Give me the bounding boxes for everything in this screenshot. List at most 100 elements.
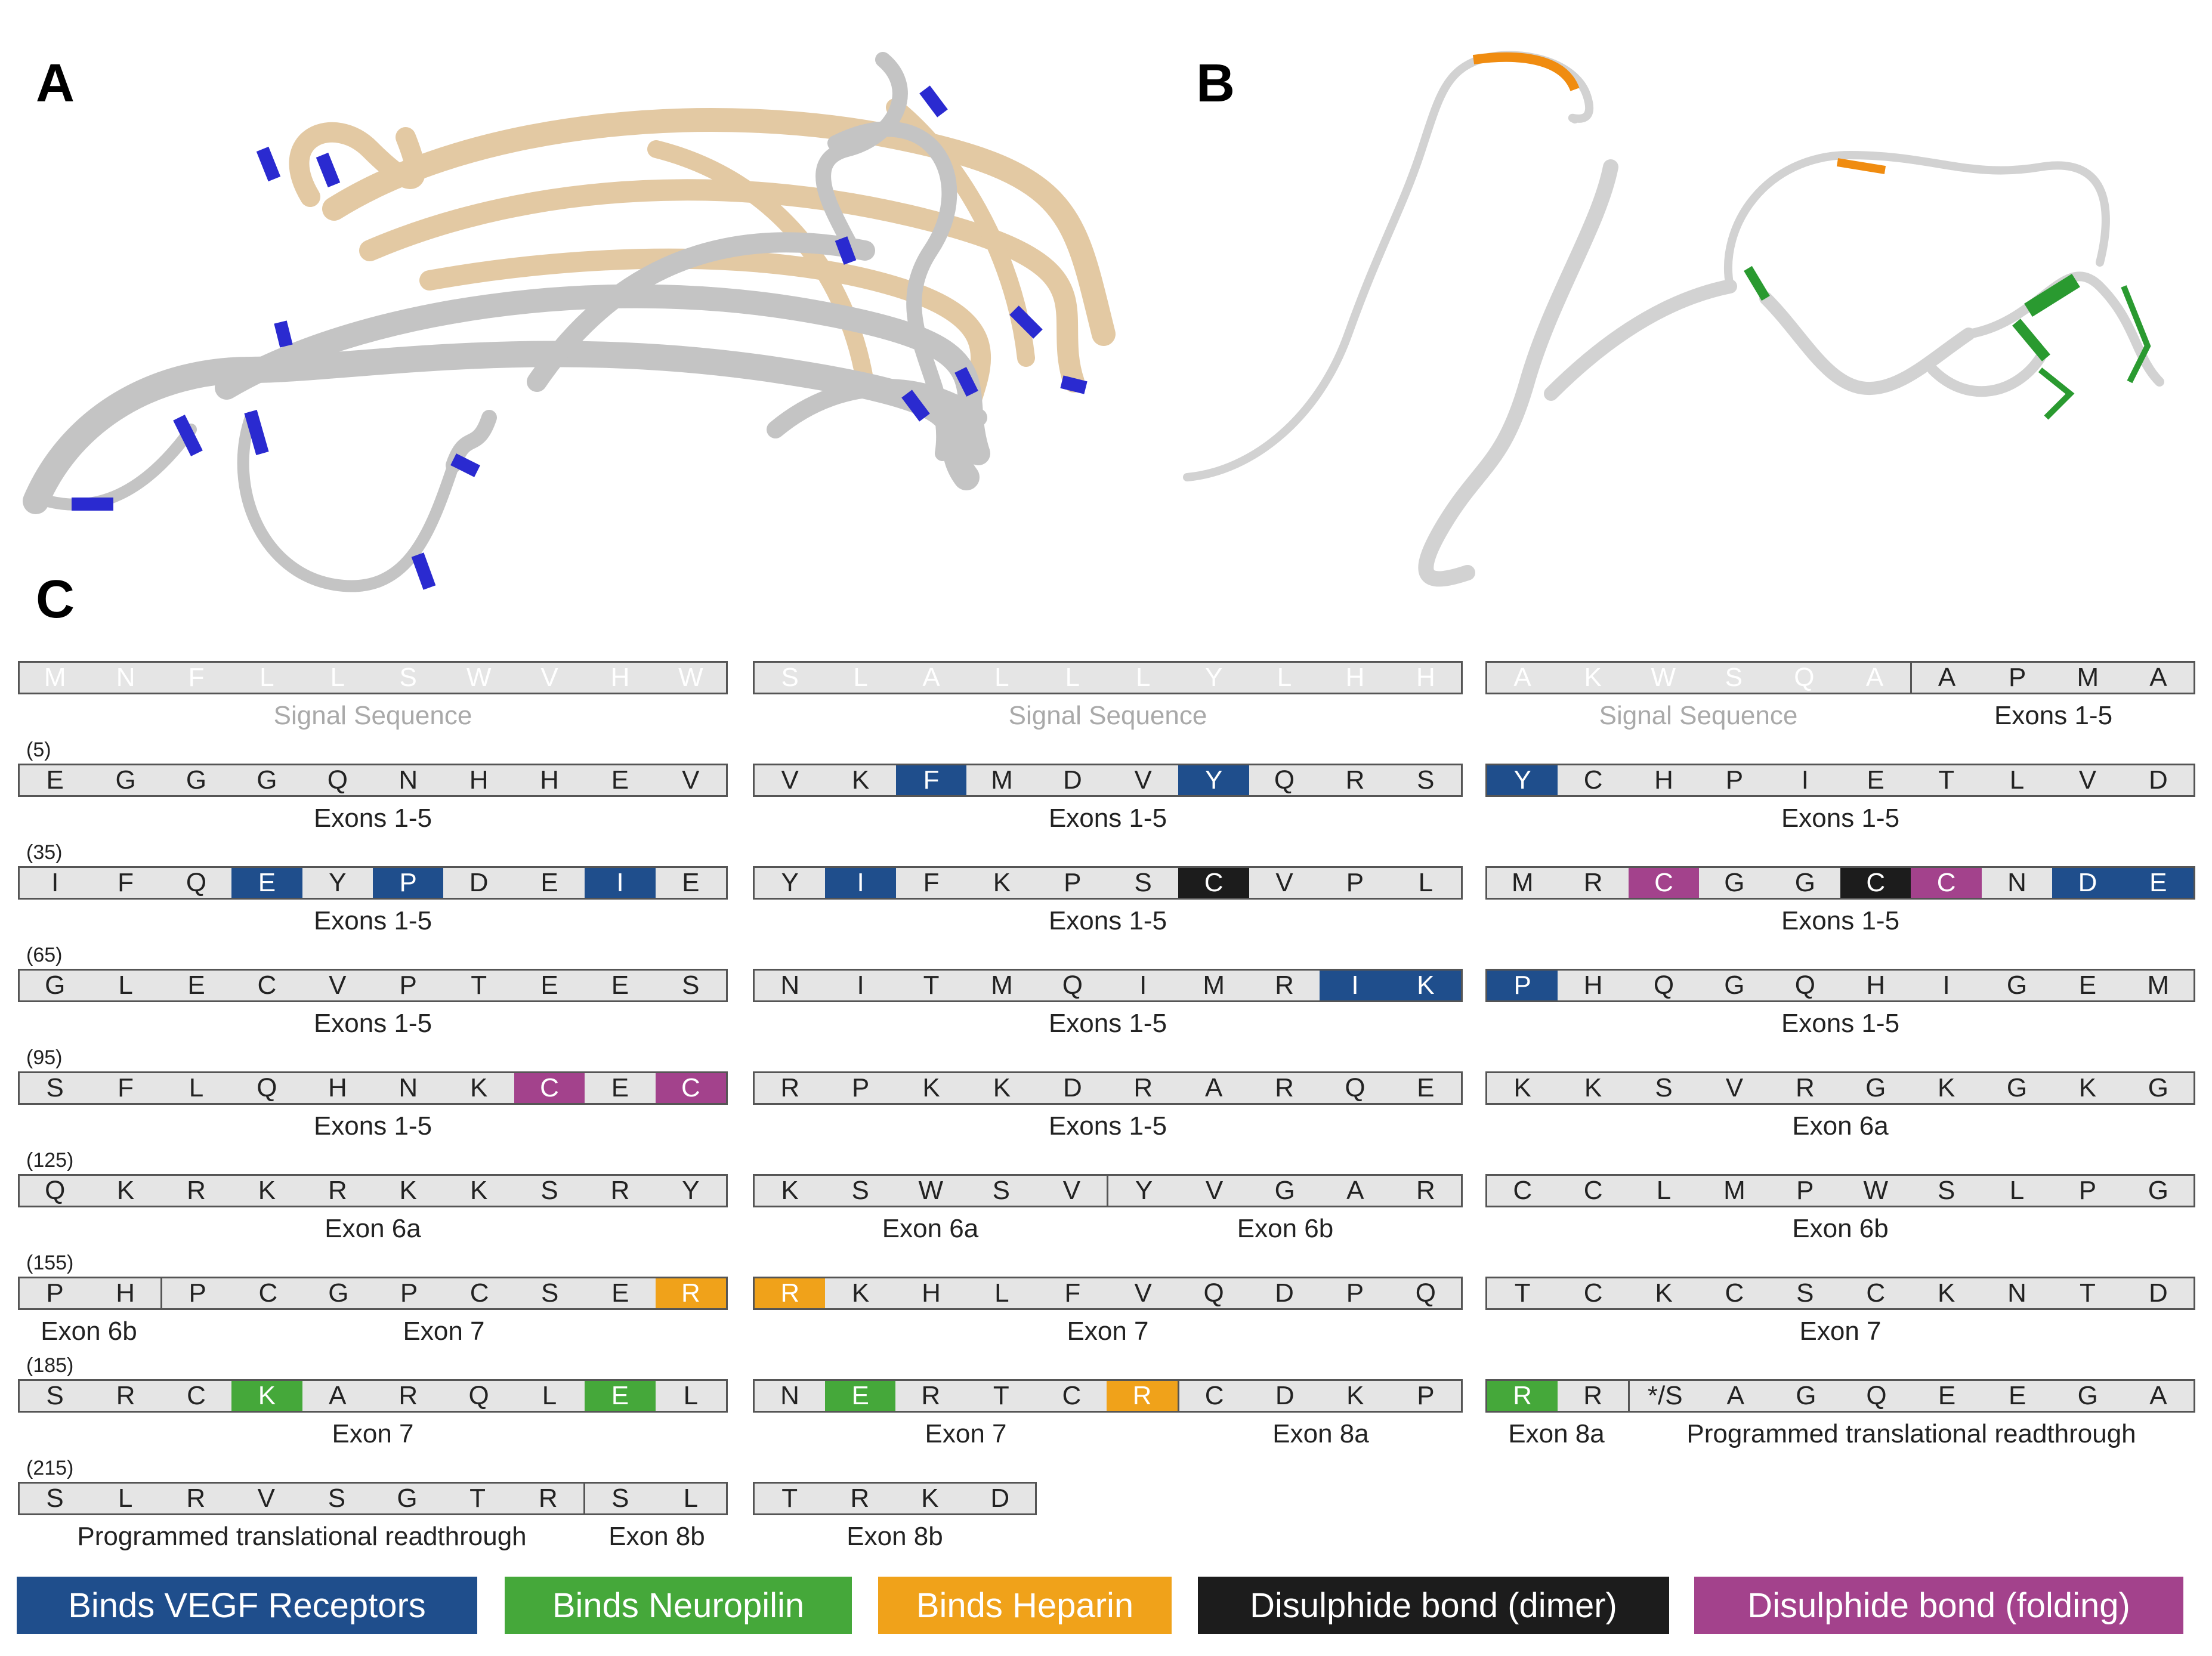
residue-cell: K xyxy=(851,765,870,795)
residue-cell: G xyxy=(1724,868,1745,897)
residue-cell: V xyxy=(682,765,700,795)
residue-cell: H xyxy=(1866,971,1886,1000)
residue-cell: A xyxy=(1726,1381,1744,1410)
residue-cell: I xyxy=(51,868,59,897)
residue-cell: Q xyxy=(1062,971,1083,1000)
residue-cell: D xyxy=(2148,765,2168,795)
region-label: Exon 7 xyxy=(332,1419,414,1448)
residue-cell: C xyxy=(1840,868,1911,898)
residue-cell: W xyxy=(1863,1176,1888,1205)
residue-cell: M xyxy=(44,663,66,692)
region-label: Exon 7 xyxy=(1799,1317,1882,1346)
residue-cell: G xyxy=(1794,868,1815,897)
residue-cell: P xyxy=(160,1278,233,1308)
residue-position-number: (95) xyxy=(26,1046,63,1069)
residue-cell: V xyxy=(257,1484,275,1513)
residue-cell: T xyxy=(471,971,487,1000)
residue-position-number: (185) xyxy=(26,1354,74,1377)
residue-cell: E xyxy=(611,971,629,1000)
residue-cell: R xyxy=(850,1484,870,1513)
residue-cell: M xyxy=(2147,971,2170,1000)
residue-cell: Q xyxy=(327,765,348,795)
residue-cell: C xyxy=(1911,868,1982,898)
residue-cell: T xyxy=(469,1484,486,1513)
region-label: Exons 1-5 xyxy=(1048,804,1167,833)
region-label: Signal Sequence xyxy=(1599,701,1798,730)
region-label: Exon 6a xyxy=(325,1214,421,1243)
residue-cell: C xyxy=(187,1381,206,1410)
residue-cell: L xyxy=(2009,1176,2025,1205)
residue-cell: A xyxy=(1204,1073,1223,1102)
residue-cell: N xyxy=(2007,868,2026,897)
residue-cell: S xyxy=(46,1073,64,1102)
residue-cell: K xyxy=(1584,1073,1602,1102)
residue-cell: M xyxy=(991,971,1013,1000)
residue-cell: R xyxy=(610,1176,630,1205)
residue-cell: I xyxy=(857,971,864,1000)
residue-cell: K xyxy=(231,1381,302,1411)
residue-cell: M xyxy=(2077,663,2099,692)
residue-cell: C xyxy=(1583,1278,1603,1308)
residue-cell: C xyxy=(257,971,277,1000)
residue-cell: D xyxy=(469,868,489,897)
residue-cell: S xyxy=(541,1278,559,1308)
structure-b-ribbon-model xyxy=(1183,51,2164,587)
legend-heparin: Binds Heparin xyxy=(878,1577,1172,1634)
residue-cell: R xyxy=(921,1381,941,1410)
residue-cell: C xyxy=(1062,1381,1082,1410)
residue-cell: G xyxy=(2077,1381,2098,1410)
region-label: Exon 8b xyxy=(608,1522,705,1551)
residue-cell: K xyxy=(993,1073,1011,1102)
residue-cell: F xyxy=(118,868,134,897)
residue-cell: V xyxy=(1134,1278,1152,1308)
residue-cell: A xyxy=(2149,1381,2167,1410)
residue-cell: W xyxy=(678,663,703,692)
residue-cell: E xyxy=(2078,971,2097,1000)
residue-position-number: (65) xyxy=(26,944,63,966)
residue-cell: K xyxy=(851,1278,870,1308)
residue-cell: G xyxy=(257,765,277,795)
residue-cell: R xyxy=(1487,1381,1558,1411)
residue-position-number: (5) xyxy=(26,739,51,761)
residue-cell: Q xyxy=(1345,1073,1365,1102)
residue-cell: N xyxy=(2007,1278,2026,1308)
region-label: Exon 7 xyxy=(403,1317,485,1346)
residue-cell: R xyxy=(116,1381,135,1410)
residue-cell: K xyxy=(1346,1381,1364,1410)
residue-cell: Y xyxy=(781,868,799,897)
residue-cell: R xyxy=(328,1176,347,1205)
residue-cell: P xyxy=(851,1073,870,1102)
residue-cell: C xyxy=(514,1073,585,1103)
residue-cell: V xyxy=(1134,765,1152,795)
residue-cell: R xyxy=(755,1278,826,1308)
residue-cell: C xyxy=(1177,1381,1250,1411)
residue-cell: P xyxy=(2009,663,2026,692)
region-label: Exon 8b xyxy=(847,1522,943,1551)
region-label: Exon 7 xyxy=(925,1419,1007,1448)
residue-cell: N xyxy=(398,1073,418,1102)
residue-cell: G xyxy=(1796,1381,1816,1410)
residue-cell: G xyxy=(45,971,66,1000)
residue-cell: R xyxy=(1275,971,1294,1000)
residue-cell: R xyxy=(1345,765,1365,795)
residue-cell: C xyxy=(258,1278,278,1308)
region-label: Exon 8a xyxy=(1272,1419,1369,1448)
residue-cell: G xyxy=(1865,1073,1886,1102)
residue-cell: Y xyxy=(1487,765,1558,795)
residue-cell: H xyxy=(1583,971,1603,1000)
residue-cell: E xyxy=(611,765,629,795)
residue-cell: C xyxy=(469,1278,489,1308)
residue-cell: P xyxy=(2078,1176,2097,1205)
residue-cell: K xyxy=(922,1073,940,1102)
residue-cell: H xyxy=(116,1278,135,1308)
region-label: Exons 1-5 xyxy=(313,906,432,935)
